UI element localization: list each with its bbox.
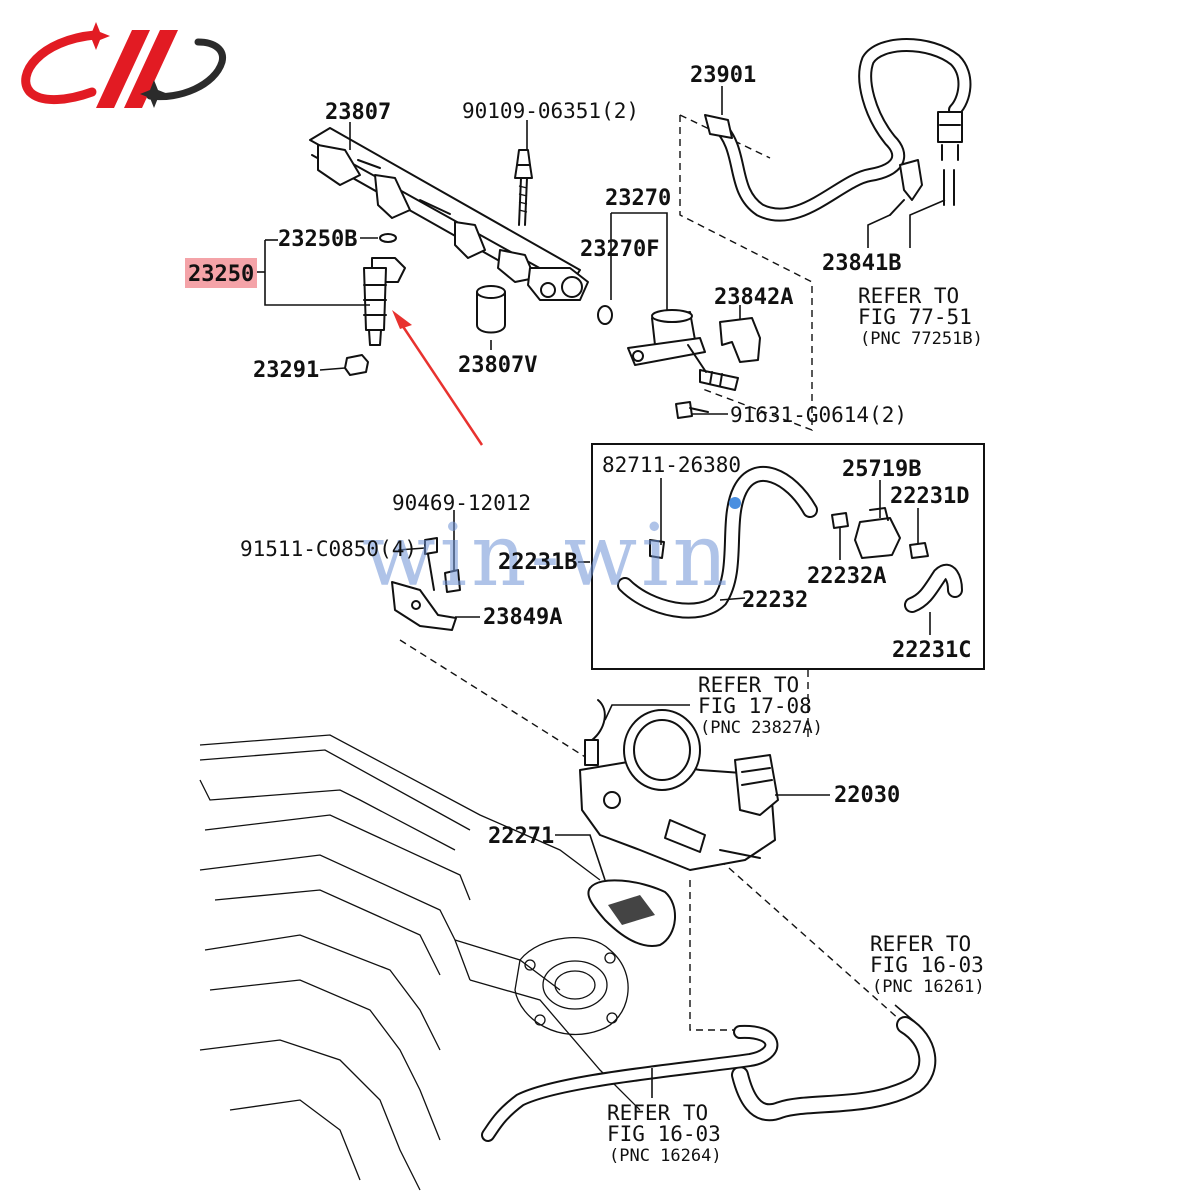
throttle-body: [579, 699, 779, 871]
svg-text:FIG 16-03: FIG 16-03: [870, 953, 984, 977]
grommet-23291: [344, 354, 369, 376]
spacer-23807V: [476, 285, 506, 334]
label-23270: 23270: [605, 186, 671, 211]
water-hose-16264: [481, 1024, 779, 1142]
bolt-90109: [514, 149, 533, 226]
brand-logo: [21, 22, 227, 108]
refer-note-16-03-a: REFER TO FIG 16-03 (PNC 16261): [870, 932, 985, 997]
label-22271: 22271: [488, 824, 554, 849]
svg-text:(PNC 16261): (PNC 16261): [872, 977, 985, 997]
clamp-22231D: [909, 542, 929, 559]
svg-text:REFER TO: REFER TO: [607, 1101, 708, 1125]
label-23250: 23250: [188, 262, 254, 287]
refer-note-17-08: REFER TO FIG 17-08 (PNC 23827A): [698, 673, 823, 738]
bracket-23849A: [391, 537, 461, 631]
hose-22231C: [904, 563, 963, 613]
label-22231B: 22231B: [498, 550, 577, 575]
label-23807V: 23807V: [458, 353, 537, 378]
label-91631: 91631-G0614(2): [730, 403, 907, 427]
fuel-delivery-pipe: [309, 127, 589, 301]
svg-text:REFER TO: REFER TO: [698, 673, 799, 697]
label-22232A: 22232A: [807, 564, 886, 589]
clip-23841B: [889, 159, 955, 216]
svg-text:REFER TO: REFER TO: [870, 932, 971, 956]
label-90469: 90469-12012: [392, 491, 531, 515]
label-23291: 23291: [253, 358, 319, 383]
bolt-91631: [675, 401, 709, 419]
svg-text:(PNC 16264): (PNC 16264): [609, 1146, 722, 1166]
water-hose-16261: [731, 1016, 937, 1122]
pressure-regulator: [627, 309, 739, 391]
label-91511: 91511-C0850(4): [240, 537, 417, 561]
svg-text:FIG 77-51: FIG 77-51: [858, 305, 972, 329]
clamp-22232A: [831, 512, 849, 529]
svg-text:FIG 16-03: FIG 16-03: [607, 1122, 721, 1146]
label-22030: 22030: [834, 783, 900, 808]
label-90109: 90109-06351(2): [462, 99, 639, 123]
label-23250B: 23250B: [278, 227, 357, 252]
svg-text:FIG 17-08: FIG 17-08: [698, 694, 812, 718]
svg-text:(PNC 77251B): (PNC 77251B): [860, 329, 983, 349]
label-25719B: 25719B: [842, 457, 921, 482]
o-ring-23270F: [597, 305, 613, 325]
svg-text:(PNC 23827A): (PNC 23827A): [700, 718, 823, 738]
svg-text:REFER TO: REFER TO: [858, 284, 959, 308]
label-22232: 22232: [742, 588, 808, 613]
highlight-box: [185, 258, 257, 288]
highlight-arrow: [392, 310, 484, 446]
label-82711: 82711-26380: [602, 453, 741, 477]
label-23842A: 23842A: [714, 285, 793, 310]
label-23901: 23901: [690, 63, 756, 88]
label-23270F: 23270F: [580, 237, 659, 262]
vsv-25719B: [854, 507, 901, 559]
hose-assembly-box: [591, 443, 985, 670]
engine-block-drawing: [199, 734, 641, 1191]
label-23841B: 23841B: [822, 251, 901, 276]
label-23807: 23807: [325, 100, 391, 125]
refer-note-16-03-b: REFER TO FIG 16-03 (PNC 16264): [607, 1101, 722, 1166]
label-23849A: 23849A: [483, 605, 562, 630]
label-22231C: 22231C: [892, 638, 971, 663]
clamp-23842A: [719, 317, 761, 363]
label-22231D: 22231D: [890, 484, 969, 509]
o-ring-23250B: [379, 233, 397, 243]
fuel-hose-23901: [704, 38, 972, 222]
gasket-22271: [587, 879, 677, 947]
watermark: win-win: [362, 506, 732, 606]
refer-note-77-51: REFER TO FIG 77-51 (PNC 77251B): [858, 284, 983, 349]
hose-22232: [617, 465, 818, 619]
leader-lines: [255, 86, 946, 1098]
fuel-injector: [363, 257, 406, 346]
